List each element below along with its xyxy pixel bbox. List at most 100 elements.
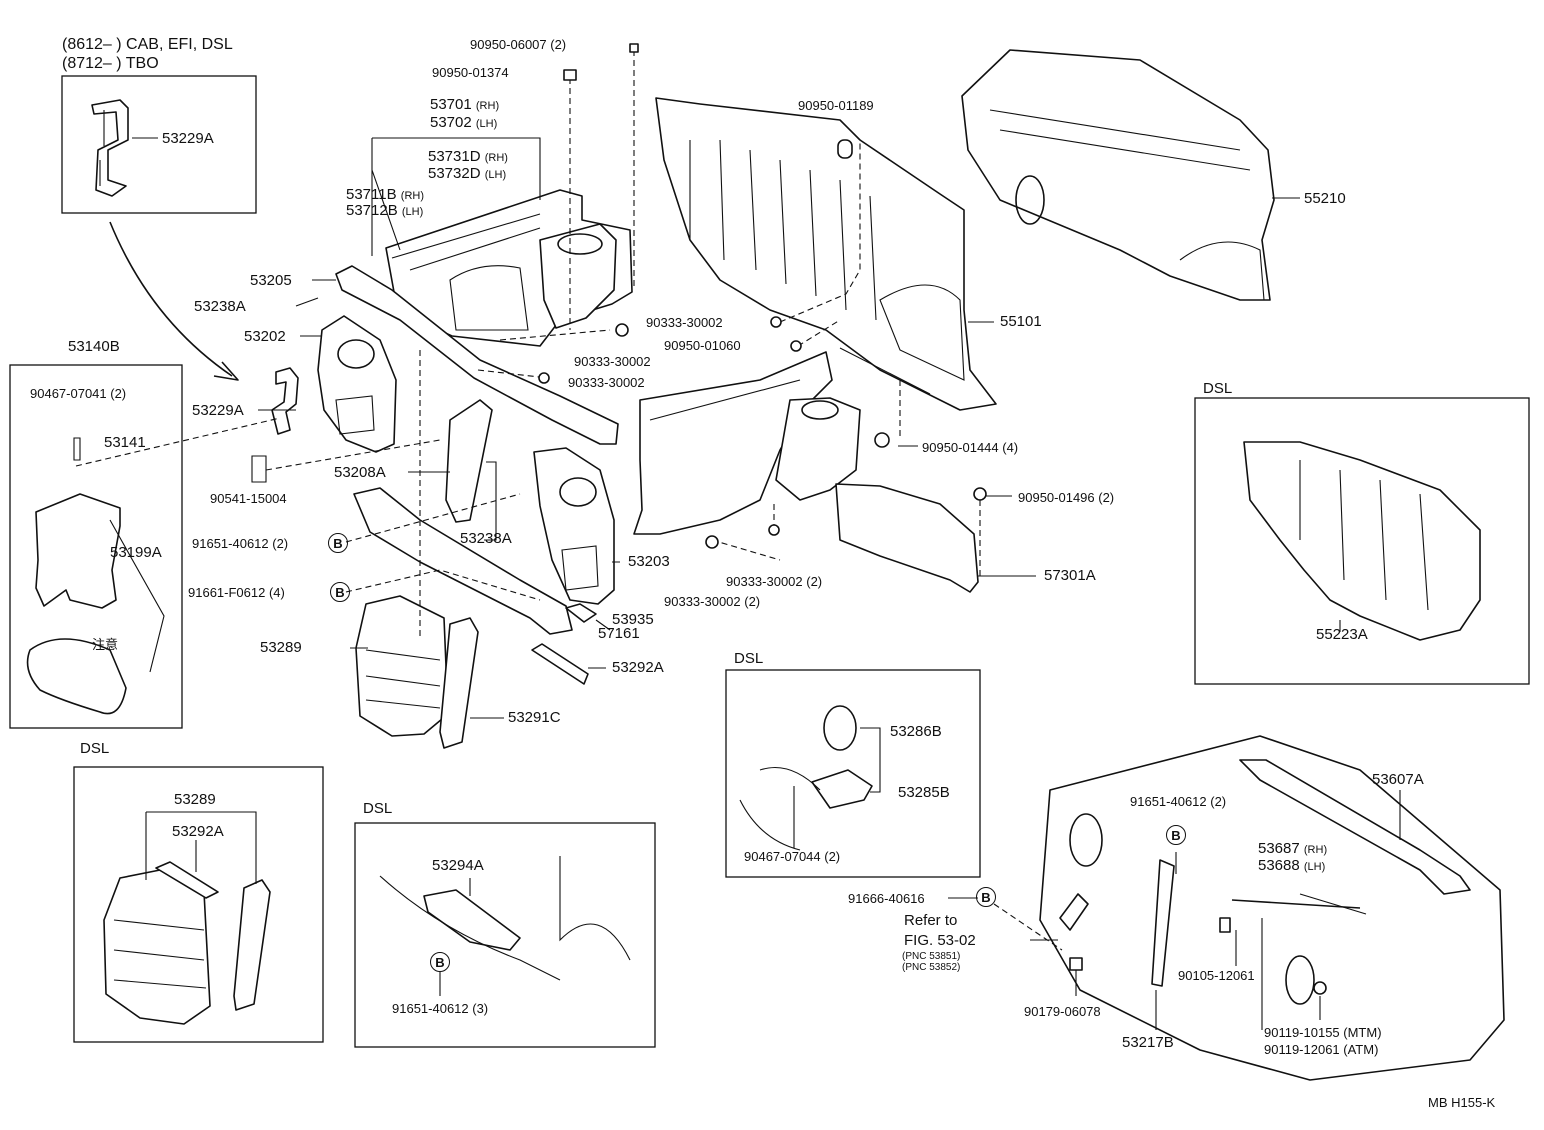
seal-53289 [355,595,449,737]
label-90179-06078: 90179-06078 [1024,1004,1101,1019]
label-53238A-2: 53238A [460,530,512,547]
label-90950-01496: 90950-01496 (2) [1018,490,1115,505]
dashed-lines [75,50,1063,951]
label-91651-40612-r: 91651-40612 (2) [1130,794,1227,809]
label-53701: 53701 (RH) [430,96,500,113]
label-55210: 55210 [1304,190,1346,207]
label-53732D: 53732D (LH) [428,165,507,182]
inset-box-dsl-53289 [73,766,324,1043]
engine-compartment [1039,735,1505,1081]
inset-arrow [109,221,233,377]
cowl-55210 [961,49,1275,301]
dsl-bracket-53294A [379,856,631,981]
label-90333-30002-e: 90333-30002 (2) [664,594,761,609]
insulator-55223A [1243,441,1481,641]
label-53607A: 53607A [1372,771,1424,788]
label-90950-06007: 90950-06007 (2) [470,37,567,52]
label-53935: 53935 [612,611,654,628]
label-90119-12061: 90119-12061 (ATM) [1264,1042,1379,1057]
label-90950-01444: 90950-01444 (4) [922,440,1019,455]
inset-box-dsl-53294A [354,822,656,1048]
label-53292A-dsl: 53292A [172,823,224,840]
pnc-53852: (PNC 53852) [902,962,961,973]
rod-53607A [1239,759,1471,895]
label-53141: 53141 [104,434,146,451]
clip-57161 [565,603,597,623]
label-91661-F0612: 91661-F0612 (4) [188,585,285,600]
dsl-seal-53291C [233,879,271,1011]
label-90119-10155: 90119-10155 (MTM) [1264,1025,1382,1040]
panel-57301A [835,483,979,593]
bracket-53229A-inset [91,99,129,197]
label-53229A: 53229A [192,402,244,419]
label-53702: 53702 (LH) [430,114,498,131]
label-53687: 53687 (RH) [1258,840,1328,857]
label-53292A: 53292A [612,659,664,676]
label-53731D: 53731D (RH) [428,148,508,165]
label-90467-07041: 90467-07041 (2) [30,386,127,401]
label-53711B: 53711B (RH) [346,186,424,203]
inset-box-53140B [9,364,183,729]
bracket-53229A [271,367,299,435]
hook-53217B [1151,859,1175,987]
label-53289: 53289 [260,639,302,656]
dsl-seal-53289 [103,869,211,1025]
stay-91666 [1059,893,1089,931]
label-55101: 55101 [1000,313,1042,330]
leader-lines [132,137,1401,1030]
inset-box-dsl-55223A [1194,397,1530,685]
label-53285B: 53285B [898,784,950,801]
section-dsl-4: DSL [363,800,393,817]
label-90333-30002-a: 90333-30002 [646,315,723,330]
label-53289-dsl: 53289 [174,791,216,808]
inset-box-53229A [61,75,257,214]
fig-reference[interactable]: FIG. 53-02 [904,932,976,949]
label-90105-12061: 90105-12061 [1178,968,1255,983]
dsl-bar-53292A [155,861,219,899]
label-91666-40616: 91666-40616 [848,891,925,906]
label-57301A: 57301A [1044,567,1096,584]
label-90467-07044: 90467-07044 (2) [744,849,841,864]
apron-rh-lower [633,351,861,535]
label-91651-40612-3: 91651-40612 (3) [392,1001,489,1016]
insulator-warning-text: 注意 [92,637,119,652]
label-53208A: 53208A [334,464,386,481]
panel-53203 [533,447,615,605]
seal-53286B [823,705,857,751]
label-90950-01189: 90950-01189 [798,98,874,113]
label-53203: 53203 [628,553,670,570]
inset-box-dsl-53286B [725,669,981,878]
model-range-line2: (8712– ) TBO [62,55,159,72]
pnc-53851: (PNC 53851) [902,951,961,962]
label-90333-30002-b: 90333-30002 [574,354,651,369]
marker-b-1: B [328,533,348,553]
label-90541-15004: 90541-15004 [210,491,287,506]
label-53291C: 53291C [508,709,561,726]
panel-53202 [317,315,397,453]
label-53199A: 53199A [110,544,162,561]
bolt-90467-07041 [73,437,81,461]
label-53217B: 53217B [1122,1034,1174,1051]
label-53712B: 53712B (LH) [346,202,424,219]
label-53688: 53688 (LH) [1258,857,1326,874]
section-dsl-1: DSL [1203,380,1233,397]
section-dsl-2: DSL [734,650,764,667]
inset-arrowhead [213,361,239,381]
label-53294A: 53294A [432,857,484,874]
fasteners [538,43,1327,995]
marker-b-2: B [330,582,350,602]
plate-53285B [811,769,873,809]
section-dsl-3: DSL [80,740,110,757]
label-53202: 53202 [244,328,286,345]
brace-53208A [445,399,493,523]
label-53286B: 53286B [890,723,942,740]
drawing-code: MB H155-K [1428,1095,1496,1110]
shield-53140B [26,493,165,715]
label-53229A-inset: 53229A [162,130,214,147]
marker-b-3: B [430,952,450,972]
marker-b-4: B [1166,825,1186,845]
label-53140B: 53140B [68,338,120,355]
refer-to-label: Refer to [904,912,958,929]
